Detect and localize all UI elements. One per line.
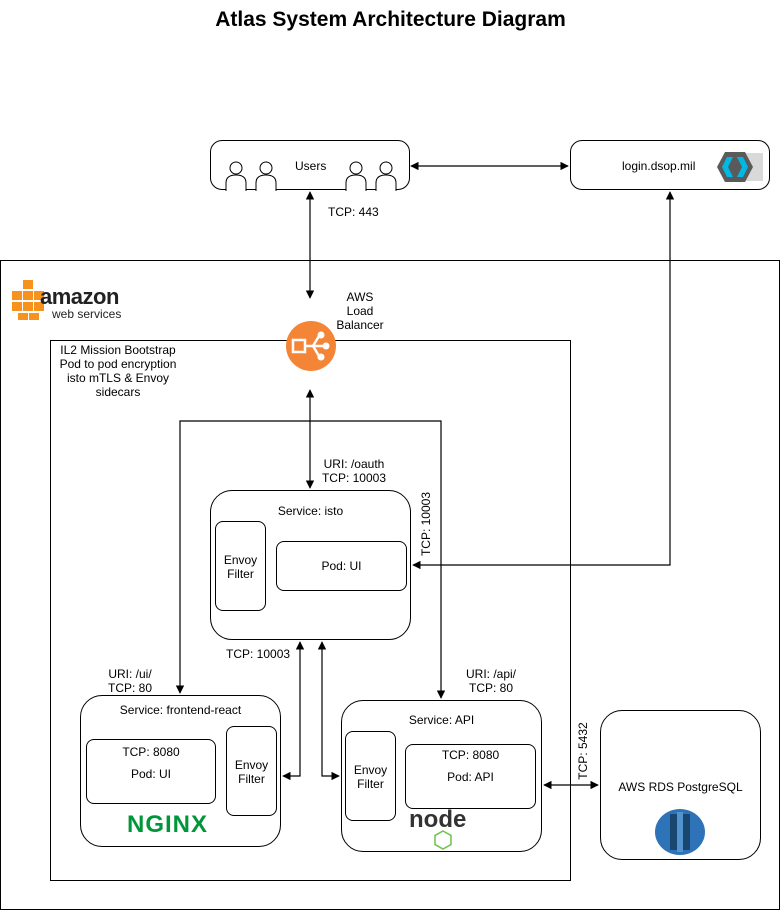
diagram-title: Atlas System Architecture Diagram (215, 8, 566, 31)
frontend-tcp-8080-label: TCP: 8080 (122, 745, 180, 759)
service-frontend-react-title: Service: frontend-react (119, 703, 242, 717)
isto-envoy-filter-label: Envoy Filter (223, 553, 258, 581)
nodejs-logo: node (409, 806, 467, 833)
users-label: Users (295, 159, 327, 173)
nodejs-hexagon-icon (434, 830, 452, 850)
isto-envoy-filter-box: Envoy Filter (215, 521, 266, 611)
user-icon (345, 161, 367, 191)
aws-rds-box: AWS RDS PostgreSQL (600, 710, 761, 860)
ui-route-label: URI: /ui/ TCP: 80 (107, 667, 152, 695)
rds-database-icon (655, 809, 705, 855)
aws-logo-amazon-text: amazon (40, 284, 119, 309)
user-icon (225, 161, 247, 191)
service-isto-box: Service: isto Envoy Filter Pod: UI (210, 490, 411, 640)
tcp-5432-vertical-label: TCP: 5432 (576, 722, 590, 780)
tcp-443-label: TCP: 443 (328, 205, 379, 219)
frontend-envoy-filter-box: Envoy Filter (226, 726, 277, 816)
login-box: login.dsop.mil (570, 140, 770, 190)
api-pod-api-box: TCP: 8080 Pod: API (405, 744, 536, 809)
service-isto-title: Service: isto (277, 504, 344, 518)
user-icon (255, 161, 277, 191)
nginx-logo: NGINX (127, 811, 209, 838)
tcp-10003-label: TCP: 10003 (226, 647, 291, 661)
oauth-route-label: URI: /oauth TCP: 10003 (321, 457, 387, 485)
user-icon (375, 161, 397, 191)
mission-bootstrap-label: IL2 Mission Bootstrap Pod to pod encrypt… (59, 343, 177, 399)
isto-pod-ui-box: Pod: UI (276, 541, 407, 591)
api-envoy-filter-box: Envoy Filter (345, 731, 396, 821)
aws-logo-webservices-text: web services (52, 307, 122, 321)
aws-cubes-icon (12, 280, 44, 320)
api-tcp-8080-label: TCP: 8080 (441, 748, 500, 762)
frontend-pod-ui-box: TCP: 8080 Pod: UI (86, 739, 216, 804)
login-label: login.dsop.mil (622, 159, 696, 173)
keycloak-icon (717, 152, 763, 182)
api-envoy-filter-label: Envoy Filter (353, 763, 388, 791)
tcp-10003-vertical-label: TCP: 10003 (419, 491, 433, 557)
users-box: Users (210, 140, 410, 191)
api-route-label: URI: /api/ TCP: 80 (465, 667, 516, 695)
frontend-envoy-filter-label: Envoy Filter (234, 758, 269, 786)
load-balancer-label: AWS Load Balancer (336, 290, 384, 332)
aws-logo: amazon web services (10, 280, 130, 322)
service-api-title: Service: API (408, 713, 475, 727)
isto-pod-ui-label: Pod: UI (321, 559, 362, 573)
service-api-box: Service: API Envoy Filter TCP: 8080 Pod:… (341, 700, 542, 852)
aws-rds-label: AWS RDS PostgreSQL (618, 780, 743, 794)
load-balancer-icon (286, 321, 336, 371)
service-frontend-react-box: Service: frontend-react TCP: 8080 Pod: U… (80, 695, 281, 847)
frontend-pod-ui-label: Pod: UI (130, 767, 172, 781)
api-pod-api-label: Pod: API (447, 770, 494, 784)
